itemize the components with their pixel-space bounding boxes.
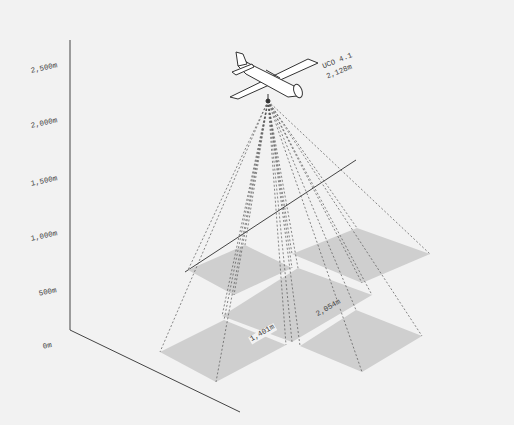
tail-plane bbox=[232, 64, 254, 75]
axis-tick: 2,500m bbox=[29, 62, 59, 75]
footprint-length: 2,054m bbox=[314, 298, 343, 319]
camera-ray bbox=[216, 101, 268, 382]
altitude-axis bbox=[70, 40, 71, 330]
camera-ray bbox=[268, 101, 422, 336]
tail-fin bbox=[236, 52, 247, 66]
axis-tick: 1,000m bbox=[29, 230, 59, 243]
camera-ray bbox=[268, 101, 292, 342]
camera-ray bbox=[268, 101, 286, 345]
footprint bbox=[300, 310, 422, 372]
camera-ray bbox=[268, 101, 357, 228]
propeller bbox=[292, 83, 304, 99]
camera-ray bbox=[268, 101, 362, 372]
axis-tick: 0m bbox=[41, 342, 53, 352]
footprint-width: 1,401m bbox=[248, 323, 277, 344]
camera-ray bbox=[222, 101, 268, 316]
camera-ray bbox=[268, 101, 362, 283]
camera-ray bbox=[224, 101, 268, 320]
axis-tick: 500m bbox=[37, 287, 58, 298]
footprint bbox=[160, 320, 286, 382]
camera-ray bbox=[268, 101, 430, 254]
camera-ray bbox=[160, 101, 268, 352]
camera bbox=[266, 99, 270, 103]
cockpit-line bbox=[266, 70, 280, 78]
camera-ray bbox=[268, 101, 356, 310]
camera-ray bbox=[268, 101, 300, 346]
axis-tick: 1,500m bbox=[29, 175, 59, 188]
camera-rays bbox=[160, 101, 430, 382]
axis-tick: 2,000m bbox=[29, 117, 59, 130]
camera-ray bbox=[268, 101, 372, 295]
airplane bbox=[230, 52, 318, 103]
camera-ray bbox=[188, 101, 268, 270]
camera-ray bbox=[268, 101, 298, 268]
